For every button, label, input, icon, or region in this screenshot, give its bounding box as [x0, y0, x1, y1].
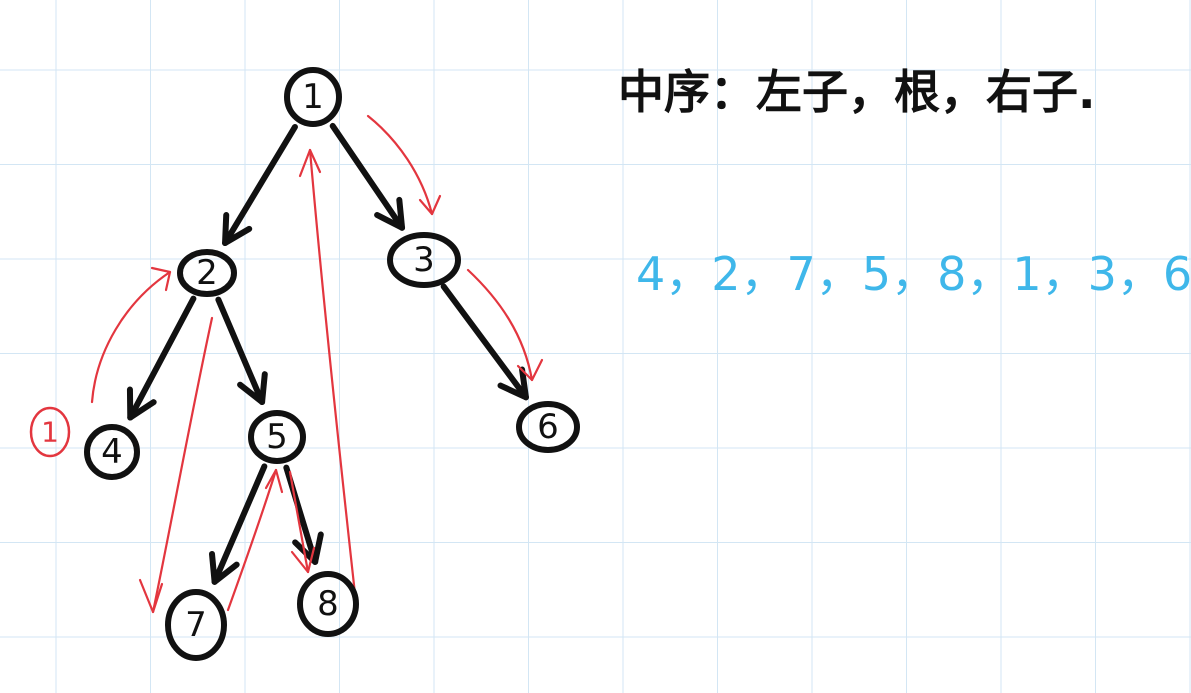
tree-node-6-ring: [516, 401, 580, 453]
tree-node-1-label: 1: [302, 77, 324, 117]
tree-node-7-ring: [165, 589, 227, 661]
tree-node-1-ring: [284, 67, 342, 127]
traversal-arrowhead-7-to-5: [264, 468, 284, 494]
traversal-arrowhead-2-to-7: [138, 578, 164, 614]
tree-node-3: 3: [387, 232, 461, 288]
traversal-arrow-3-to-6: [466, 268, 534, 382]
traversal-arrowhead-1-to-3: [418, 194, 442, 216]
tree-node-7: 7: [165, 589, 227, 661]
traversal-arrow-4-to-2: [90, 270, 172, 404]
edge-arrowhead-3-to-6: [497, 366, 529, 401]
tree-node-1: 1: [284, 67, 342, 127]
edge-arrowhead-5-to-8: [292, 531, 324, 565]
traversal-arrow-5-to-8: [288, 470, 310, 574]
tree-node-5-ring: [248, 410, 306, 464]
edge-2-to-4: [127, 295, 197, 421]
edge-1-to-3: [329, 122, 406, 231]
tree-node-6: 6: [516, 401, 580, 453]
tree-node-4-label: 4: [101, 432, 123, 472]
traversal-arrowhead-3-to-6: [516, 358, 544, 382]
edge-5-to-7: [211, 463, 268, 585]
tree-node-8: 8: [297, 571, 359, 637]
edge-arrowhead-5-to-7: [208, 550, 240, 585]
tree-node-3-ring: [387, 232, 461, 288]
first-step-label: 1: [41, 416, 59, 449]
tree-node-7-label: 7: [185, 605, 207, 645]
traversal-arrow-2-to-7: [151, 316, 214, 614]
tree-node-3-label: 3: [413, 240, 435, 280]
traversal-arrows: [90, 114, 544, 614]
tree-node-2: 2: [177, 249, 237, 297]
edge-arrowhead-1-to-3: [374, 196, 406, 231]
first-step-ring: [29, 406, 71, 458]
tree-node-5-label: 5: [266, 417, 288, 457]
traversal-arrow-8-to-1: [308, 148, 357, 596]
tree-node-5: 5: [248, 410, 306, 464]
tree-node-4-ring: [84, 424, 140, 480]
edge-arrowhead-1-to-2: [222, 212, 253, 247]
edge-2-to-5: [215, 296, 266, 406]
tree-node-8-label: 8: [317, 584, 339, 624]
traversal-arrowhead-5-to-8: [290, 546, 316, 574]
traversal-rule-title: 中序：左子，根，右子.: [618, 65, 1095, 119]
tree-node-2-ring: [177, 249, 237, 297]
tree-node-6-label: 6: [537, 407, 559, 447]
tree-nodes: 1 2 3 4 5 6 7 8: [84, 67, 580, 661]
tree-edges: [126, 122, 529, 585]
traversal-arrow-7-to-5: [226, 468, 278, 612]
traversal-arrowhead-8-to-1: [298, 148, 322, 178]
edge-1-to-2: [222, 123, 298, 247]
traversal-arrow-1-to-3: [366, 114, 434, 216]
first-step-marker: 1: [29, 406, 71, 458]
edge-arrowhead-2-to-4: [126, 386, 157, 421]
tree-node-4: 4: [84, 424, 140, 480]
traversal-arrowhead-4-to-2: [150, 266, 172, 292]
edge-arrowhead-2-to-5: [237, 371, 268, 406]
tree-node-2-label: 2: [196, 253, 218, 293]
edge-3-to-6: [440, 283, 529, 401]
inorder-sequence: 4，2，7，5，8，1，3，6: [636, 247, 1191, 301]
tree-node-8-ring: [297, 571, 359, 637]
